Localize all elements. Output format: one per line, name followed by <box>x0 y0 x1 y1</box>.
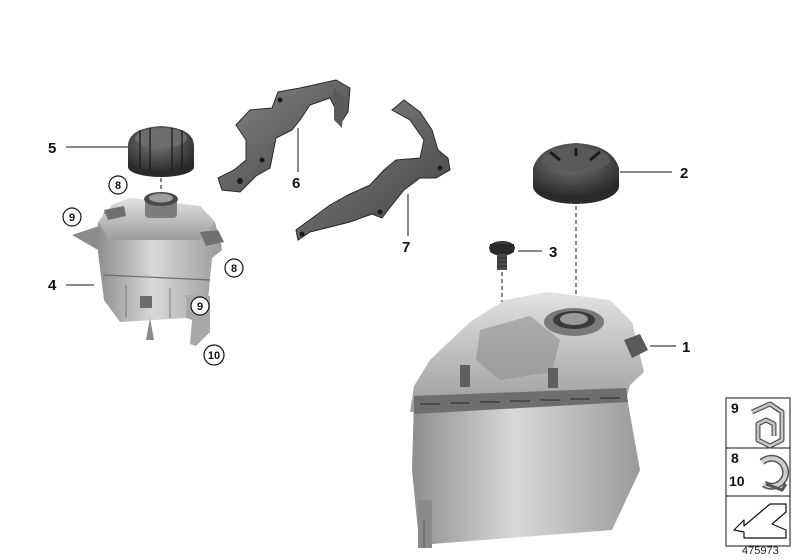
callout-8-right: 8 <box>231 263 237 275</box>
circled-callout-8-top: 8 <box>108 175 128 195</box>
cap-large-part-2 <box>533 143 619 204</box>
callout-3: 3 <box>549 244 557 261</box>
callout-9-top: 9 <box>69 212 75 224</box>
circled-callout-9-top: 9 <box>62 207 82 227</box>
expansion-tank-small-part-4 <box>72 192 224 346</box>
legend-num-10: 10 <box>729 473 745 489</box>
callout-1: 1 <box>682 339 690 356</box>
callout-5: 5 <box>48 140 56 157</box>
circled-callout-8-right: 8 <box>224 258 244 278</box>
bracket-part-6 <box>217 79 351 193</box>
direction-arrow-icon <box>733 503 787 539</box>
circled-callout-9-bottom: 9 <box>190 296 210 316</box>
clip-9-icon <box>750 401 785 449</box>
cap-small-part-5 <box>128 126 194 177</box>
callout-6: 6 <box>292 175 300 192</box>
legend-num-9: 9 <box>731 400 739 416</box>
document-number: 475973 <box>742 545 779 557</box>
callout-10: 10 <box>208 350 220 362</box>
callout-9-bottom: 9 <box>197 301 203 313</box>
bracket-part-7 <box>295 99 451 241</box>
circled-callout-10: 10 <box>203 344 225 366</box>
bolt-part-3 <box>489 241 515 270</box>
expansion-tank-large-part-1 <box>410 292 648 548</box>
callout-4: 4 <box>48 277 57 294</box>
legend-box: 9 8 10 <box>725 397 791 547</box>
legend-num-8: 8 <box>731 450 739 466</box>
callout-8-top: 8 <box>115 180 121 192</box>
callout-7: 7 <box>402 239 410 256</box>
callout-2: 2 <box>680 165 688 182</box>
clamp-8-10-icon <box>759 454 790 492</box>
